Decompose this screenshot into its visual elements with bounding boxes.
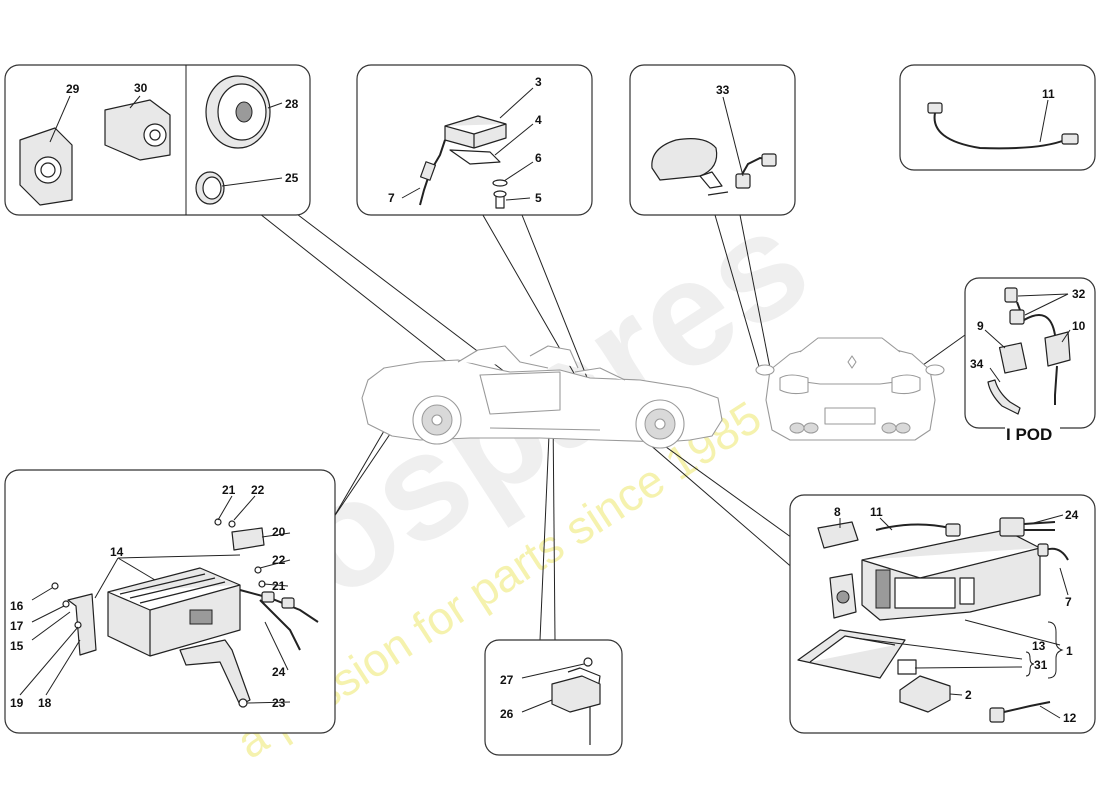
panel-speakers: 29 30 28 25 [4,64,311,216]
callout-33: 33 [716,83,730,97]
callout-7-antenna: 7 [388,191,395,205]
speaker-28 [205,75,271,149]
car-side-view [361,345,723,449]
callout-2: 2 [965,688,972,702]
ipod-connector-32 [1004,287,1056,336]
callout-18: 18 [38,696,52,710]
callout-34: 34 [970,357,984,371]
connector-harness-24 [239,589,319,651]
callout-21-mid: 21 [272,579,286,593]
head-unit-13 [861,529,1041,621]
callout-11-cable: 11 [1042,87,1055,101]
callout-22-mid: 22 [272,553,286,567]
callout-4: 4 [535,113,542,127]
panel-mirror: 33 [629,64,796,216]
panel-cable: 11 [899,64,1096,171]
callout-14: 14 [110,545,124,559]
panel-module: 27 26 [484,639,623,756]
antenna-lead-7 [1037,543,1069,561]
ipod-label-bg [1005,420,1060,436]
faceplate [829,573,857,619]
remote-2 [899,675,951,713]
harness-24 [999,517,1056,537]
callout-13: 13 [1032,639,1046,653]
callout-25: 25 [285,171,299,185]
bracket-20 [231,527,265,551]
panel-head-unit: 8 11 24 7 13 1 31 2 12 [789,494,1096,734]
cable-12 [989,701,1051,723]
ipod-module-10 [1044,331,1071,405]
callout-17: 17 [10,619,24,633]
callout-5: 5 [535,191,542,205]
callout-9: 9 [977,319,984,333]
panel-mirror-frame [629,64,796,216]
callout-6: 6 [535,151,542,165]
callout-3: 3 [535,75,542,89]
bracket-26 [551,667,601,745]
callout-20: 20 [272,525,286,539]
callout-30: 30 [134,81,148,95]
callout-27: 27 [500,673,514,687]
panel-ipod: 32 9 10 34 I POD [964,277,1096,444]
callout-21-top: 21 [222,483,236,497]
callout-19: 19 [10,696,24,710]
screw-27 [583,657,593,667]
mirror-connector-33 [735,153,777,189]
callout-10: 10 [1072,319,1086,333]
panel-antenna: 3 4 6 5 7 [356,64,593,216]
panel-amplifier: 21 22 20 14 22 21 16 17 15 24 19 18 23 [4,469,336,734]
cable-11 [927,102,1079,150]
callout-16: 16 [10,599,24,613]
ipod-label: I POD [1006,425,1052,444]
callout-22-top: 22 [251,483,265,497]
callout-24-amp: 24 [272,665,286,679]
callout-26: 26 [500,707,514,721]
ipod-pad-9 [998,342,1028,374]
callout-8: 8 [834,505,841,519]
antenna-bracket-4 [449,149,501,165]
tweeter-25 [195,171,225,205]
callout-7-headunit: 7 [1065,595,1072,609]
panel-cable-frame [899,64,1096,171]
bracket-15-17 [67,593,97,656]
antenna-cable-7 [419,139,446,206]
callout-32: 32 [1072,287,1086,301]
car-rear-view [755,337,945,441]
callout-15: 15 [10,639,24,653]
screw-5 [493,190,507,209]
screws-21-22 [51,518,266,629]
speaker-housing-30 [104,99,171,161]
ipod-strap-34 [987,379,1021,415]
callout-24-headunit: 24 [1065,508,1079,522]
door-mirror-33 [651,138,729,196]
callout-28: 28 [285,97,299,111]
callout-12: 12 [1063,711,1077,725]
callout-1: 1 [1066,644,1073,658]
callout-23: 23 [272,696,286,710]
amplifier-14 [107,567,241,657]
callout-31: 31 [1034,658,1048,672]
washer-6 [492,179,508,187]
cable-11-headunit [875,523,961,537]
callout-29: 29 [66,82,80,96]
manual-31 [797,629,917,679]
callout-11-headunit: 11 [870,505,883,519]
connector-8 [817,521,859,549]
speaker-housing-29 [19,127,73,206]
